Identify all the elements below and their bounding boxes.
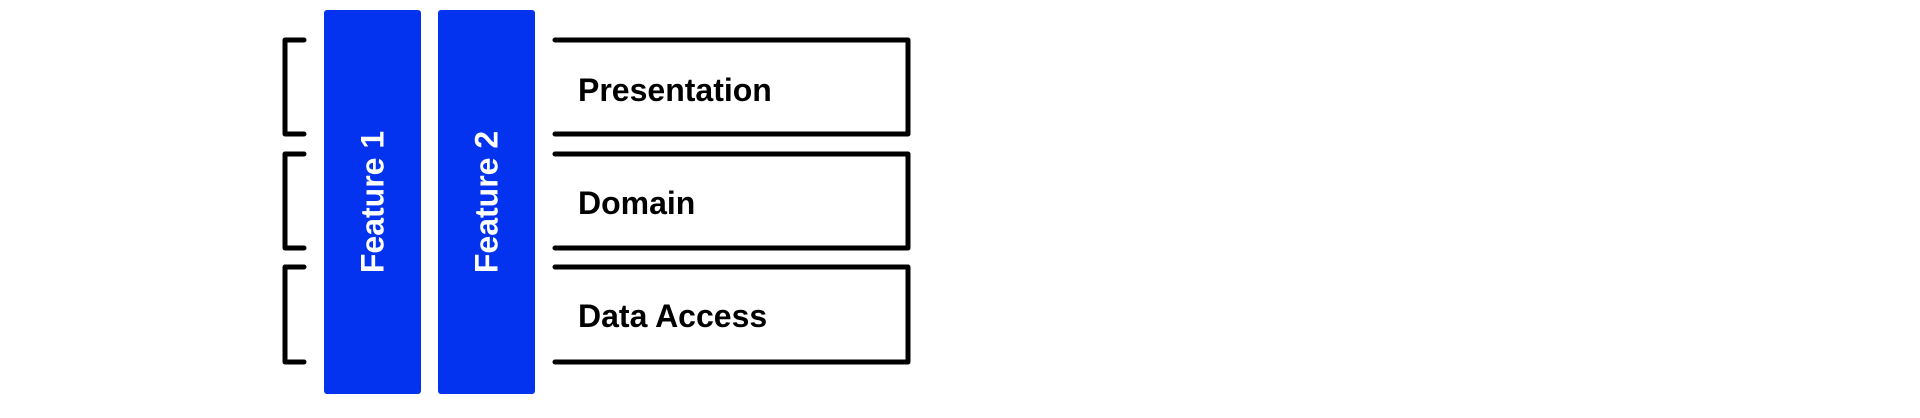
layer-label-domain: Domain	[578, 185, 695, 221]
bracket-data-access	[282, 264, 307, 365]
feature-column-1-label: Feature 1	[355, 131, 391, 273]
feature-columns: Feature 1 Feature 2	[324, 10, 535, 394]
layer-label-data-access: Data Access	[578, 298, 767, 334]
feature-column-2-label: Feature 2	[469, 131, 505, 273]
layer-box-presentation	[552, 37, 911, 137]
layer-box-domain	[552, 151, 911, 251]
feature-column-1: Feature 1	[324, 10, 421, 394]
layer-labels: Presentation Domain Data Access	[578, 72, 772, 334]
layer-label-presentation: Presentation	[578, 72, 772, 108]
layer-brackets	[282, 37, 307, 365]
feature-column-2-bar	[438, 10, 535, 394]
bracket-domain	[282, 151, 307, 251]
feature-column-1-bar	[324, 10, 421, 394]
layer-boxes	[552, 37, 911, 365]
layer-box-data-access	[552, 264, 911, 365]
bracket-presentation	[282, 37, 307, 137]
feature-column-2: Feature 2	[438, 10, 535, 394]
